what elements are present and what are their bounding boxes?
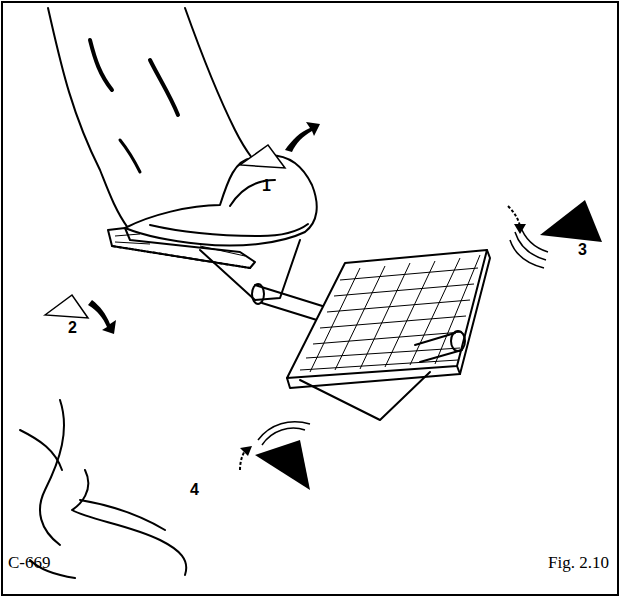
drawing-code: C-669 <box>8 554 51 571</box>
pedal-texture <box>115 234 245 256</box>
pedal-icon <box>240 422 310 490</box>
pedal-icon <box>508 200 602 268</box>
callout-number: 1 <box>262 178 271 194</box>
foot-and-pedals <box>20 8 490 578</box>
pedal-icon <box>240 122 320 168</box>
figure-caption: Fig. 2.10 <box>548 554 609 571</box>
callout-number: 4 <box>190 482 199 498</box>
callout-number: 3 <box>578 242 587 258</box>
pedal-texture <box>300 255 480 372</box>
callout-number: 2 <box>68 320 77 336</box>
pedal-icon <box>45 295 116 334</box>
